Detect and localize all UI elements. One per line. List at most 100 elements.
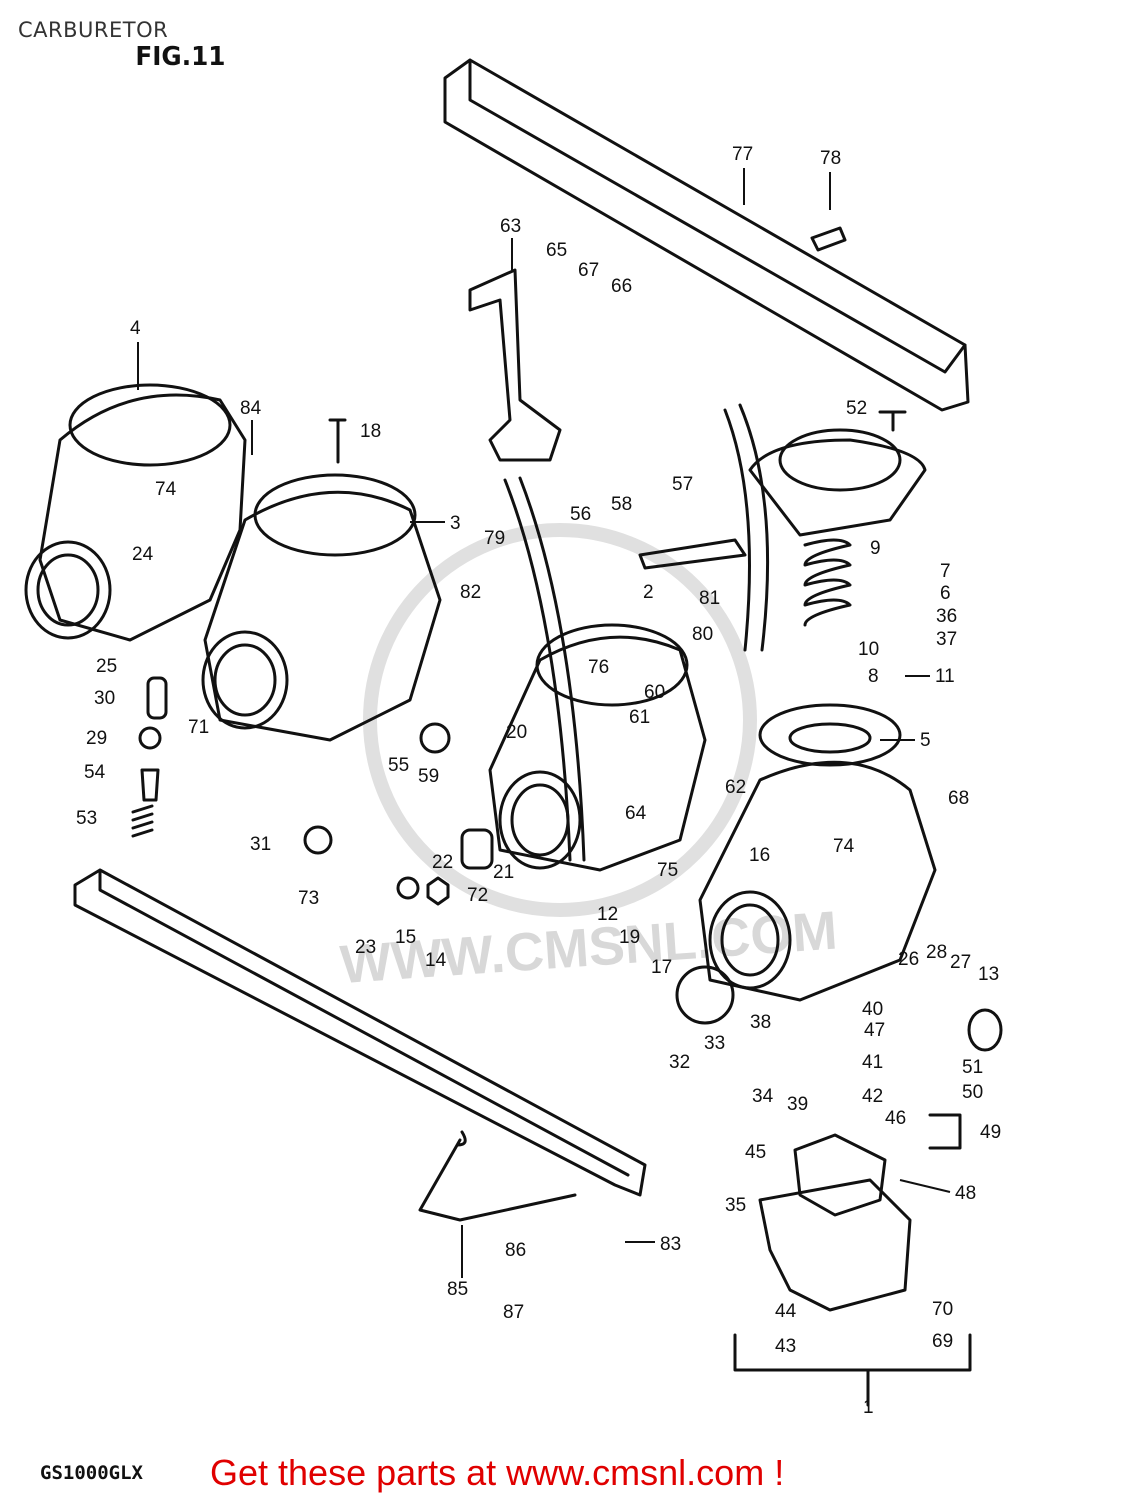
callout-82: 82: [460, 582, 481, 603]
float-bowl-part-35: [758, 1178, 912, 1312]
callout-10: 10: [858, 639, 879, 660]
callout-22: 22: [432, 852, 453, 873]
carburetor-intake-2-inner: [510, 783, 570, 857]
callout-29: 29: [86, 728, 107, 749]
callout-47: 47: [864, 1020, 885, 1041]
callout-70: 70: [932, 1299, 953, 1320]
callout-24: 24: [132, 544, 154, 565]
callout-16: 16: [749, 845, 770, 866]
callout-74b: 74: [833, 836, 855, 857]
callout-46: 46: [885, 1108, 906, 1129]
callout-85: 85: [447, 1279, 468, 1300]
diaphragm-part-5: [758, 703, 902, 767]
callout-1: 1: [863, 1397, 874, 1418]
callout-68: 68: [948, 788, 969, 809]
nut-part-29: [138, 726, 162, 750]
diaphragm-inner: [788, 722, 872, 754]
callout-50: 50: [962, 1082, 983, 1103]
callout-25: 25: [96, 656, 117, 677]
cap-part-13: [967, 1008, 1003, 1052]
callout-27: 27: [950, 952, 971, 973]
callout-18: 18: [360, 421, 381, 442]
sleeve-part-72: [460, 828, 494, 870]
callout-33: 33: [704, 1033, 725, 1054]
callout-73: 73: [298, 888, 319, 909]
ring-part-59: [419, 722, 451, 754]
callout-36: 36: [936, 606, 957, 627]
screw-part-52: [878, 410, 907, 432]
carburetor-intake-4-inner: [36, 553, 100, 627]
callout-44: 44: [775, 1301, 797, 1322]
callout-53: 53: [76, 808, 97, 829]
carburetor-intake-3-inner: [213, 643, 277, 717]
pin-part-30: [146, 676, 168, 720]
callout-87: 87: [503, 1302, 524, 1323]
callout-64: 64: [625, 803, 647, 824]
float-part-45: [793, 1133, 887, 1217]
carburetor-intake-1-inner: [720, 903, 780, 977]
callout-20: 20: [506, 722, 527, 743]
pilot-screw-part-57: [638, 538, 747, 570]
callout-5: 5: [920, 730, 931, 751]
callout-31: 31: [250, 834, 271, 855]
callout-6: 6: [940, 583, 951, 604]
callout-2: 2: [643, 582, 654, 603]
carburetor-body-2: [488, 635, 707, 872]
callout-28: 28: [926, 942, 947, 963]
callout-57: 57: [672, 474, 693, 495]
callout-15: 15: [395, 927, 416, 948]
callout-61: 61: [629, 707, 650, 728]
nut-part-14: [426, 876, 450, 906]
callout-4: 4: [130, 318, 141, 339]
callout-84: 84: [240, 398, 262, 419]
callout-78: 78: [820, 148, 841, 169]
callout-37: 37: [936, 629, 957, 650]
callout-labels: 77 78 63 65 67 66 4 84 18 52 74 3 79 56 …: [76, 144, 1001, 1418]
washer-part-15: [396, 876, 420, 900]
spring-clip-part-85: [418, 1130, 577, 1222]
callout-55: 55: [388, 755, 409, 776]
hose-part-81: [723, 403, 770, 652]
top-cap-part: [748, 438, 927, 537]
hose-part-79: [503, 476, 586, 862]
callout-48: 48: [955, 1183, 976, 1204]
carburetor-intake-4: [24, 540, 112, 640]
top-cap-dome: [778, 428, 902, 492]
callout-52: 52: [846, 398, 867, 419]
callout-43: 43: [775, 1336, 796, 1357]
callout-65: 65: [546, 240, 567, 261]
callout-35: 35: [725, 1195, 746, 1216]
callout-30: 30: [94, 688, 115, 709]
callout-32: 32: [669, 1052, 690, 1073]
plunger-part-54: [140, 768, 160, 802]
callout-11: 11: [935, 666, 955, 687]
callout-34: 34: [752, 1086, 774, 1107]
callout-79: 79: [484, 528, 505, 549]
callout-17: 17: [651, 957, 672, 978]
screw-part-18: [328, 418, 347, 464]
callout-71: 71: [188, 717, 209, 738]
callout-13: 13: [978, 964, 999, 985]
section-title: CARBURETOR: [18, 18, 169, 42]
washer-part-73: [303, 825, 333, 855]
callout-83: 83: [660, 1234, 681, 1255]
callout-60: 60: [644, 682, 665, 703]
callout-21: 21: [493, 862, 514, 883]
upper-bracket-part-77: [443, 58, 970, 412]
callout-40: 40: [862, 999, 883, 1020]
callout-56: 56: [570, 504, 591, 525]
lower-bracket: [73, 868, 647, 1197]
callout-86: 86: [505, 1240, 526, 1261]
carburetor-top-cap-2: [535, 623, 689, 707]
carburetor-top-cap-4: [68, 383, 232, 467]
spring-part-9: [803, 538, 852, 627]
carburetor-intake-3: [201, 630, 289, 730]
callout-67: 67: [578, 260, 599, 281]
callout-58: 58: [611, 494, 632, 515]
callout-39: 39: [787, 1094, 808, 1115]
throttle-bracket-part-63: [468, 268, 562, 462]
gasket-part-33: [675, 965, 735, 1025]
promo-link[interactable]: Get these parts at www.cmsnl.com !: [210, 1452, 785, 1493]
callout-72: 72: [467, 885, 488, 906]
